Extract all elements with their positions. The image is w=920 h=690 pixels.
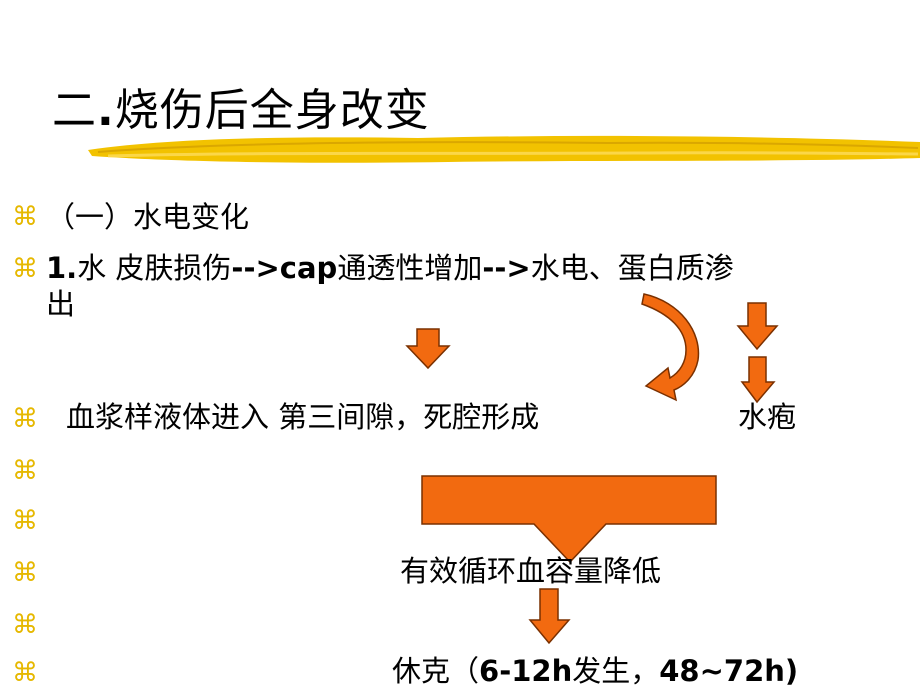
title-prefix: 二	[52, 85, 97, 136]
line-blister: 水疱	[738, 400, 797, 434]
line2-arrow-2: -->	[482, 251, 531, 285]
line2-part-c: 水电、蛋白质渗	[530, 251, 734, 285]
bullet-icon: ⌘	[12, 254, 38, 284]
bullet-icon: ⌘	[12, 506, 38, 536]
line2-part-a: 水 皮肤损伤	[77, 251, 232, 285]
bullet-icon: ⌘	[12, 658, 38, 688]
line2-part-b: 通透性增加	[337, 251, 483, 285]
brush-stroke-underline	[88, 135, 920, 163]
bullet-icon: ⌘	[12, 202, 38, 232]
bullet-icon: ⌘	[12, 558, 38, 588]
shock-peak: 48~72h)	[659, 654, 799, 688]
bullet-icon: ⌘	[12, 610, 38, 640]
shock-onset: 6-12h	[479, 654, 573, 688]
large-down-arrow-icon	[421, 475, 717, 564]
bullet-icon: ⌘	[12, 404, 38, 434]
line-mechanism: 1.水 皮肤损伤-->cap通透性增加-->水电、蛋白质渗 出	[46, 250, 906, 322]
line2-number: 1.	[46, 251, 78, 285]
shock-occur: 发生，	[572, 654, 660, 688]
down-arrow-icon	[528, 588, 571, 645]
down-arrow-icon	[736, 302, 779, 351]
bullet-icon: ⌘	[12, 456, 38, 486]
title-dot: .	[97, 85, 115, 136]
shock-label: 休克（	[392, 654, 480, 688]
slide-title: 二.烧伤后全身改变	[52, 74, 430, 138]
line-shock: 休克（6-12h发生，48~72h)	[392, 654, 798, 688]
curved-arrow-icon	[641, 293, 700, 402]
title-main: 烧伤后全身改变	[114, 85, 430, 136]
line2-part-d: 出	[46, 287, 76, 321]
down-arrow-icon	[740, 356, 776, 404]
line2-arrow-1: -->	[231, 251, 280, 285]
section-heading: （一）水电变化	[46, 200, 250, 234]
line2-cap: cap	[279, 251, 338, 285]
line-circulation: 有效循环血容量降低	[400, 554, 662, 588]
line-third-space: 血浆样液体进入 第三间隙，死腔形成	[66, 400, 540, 434]
down-arrow-icon	[405, 328, 451, 370]
